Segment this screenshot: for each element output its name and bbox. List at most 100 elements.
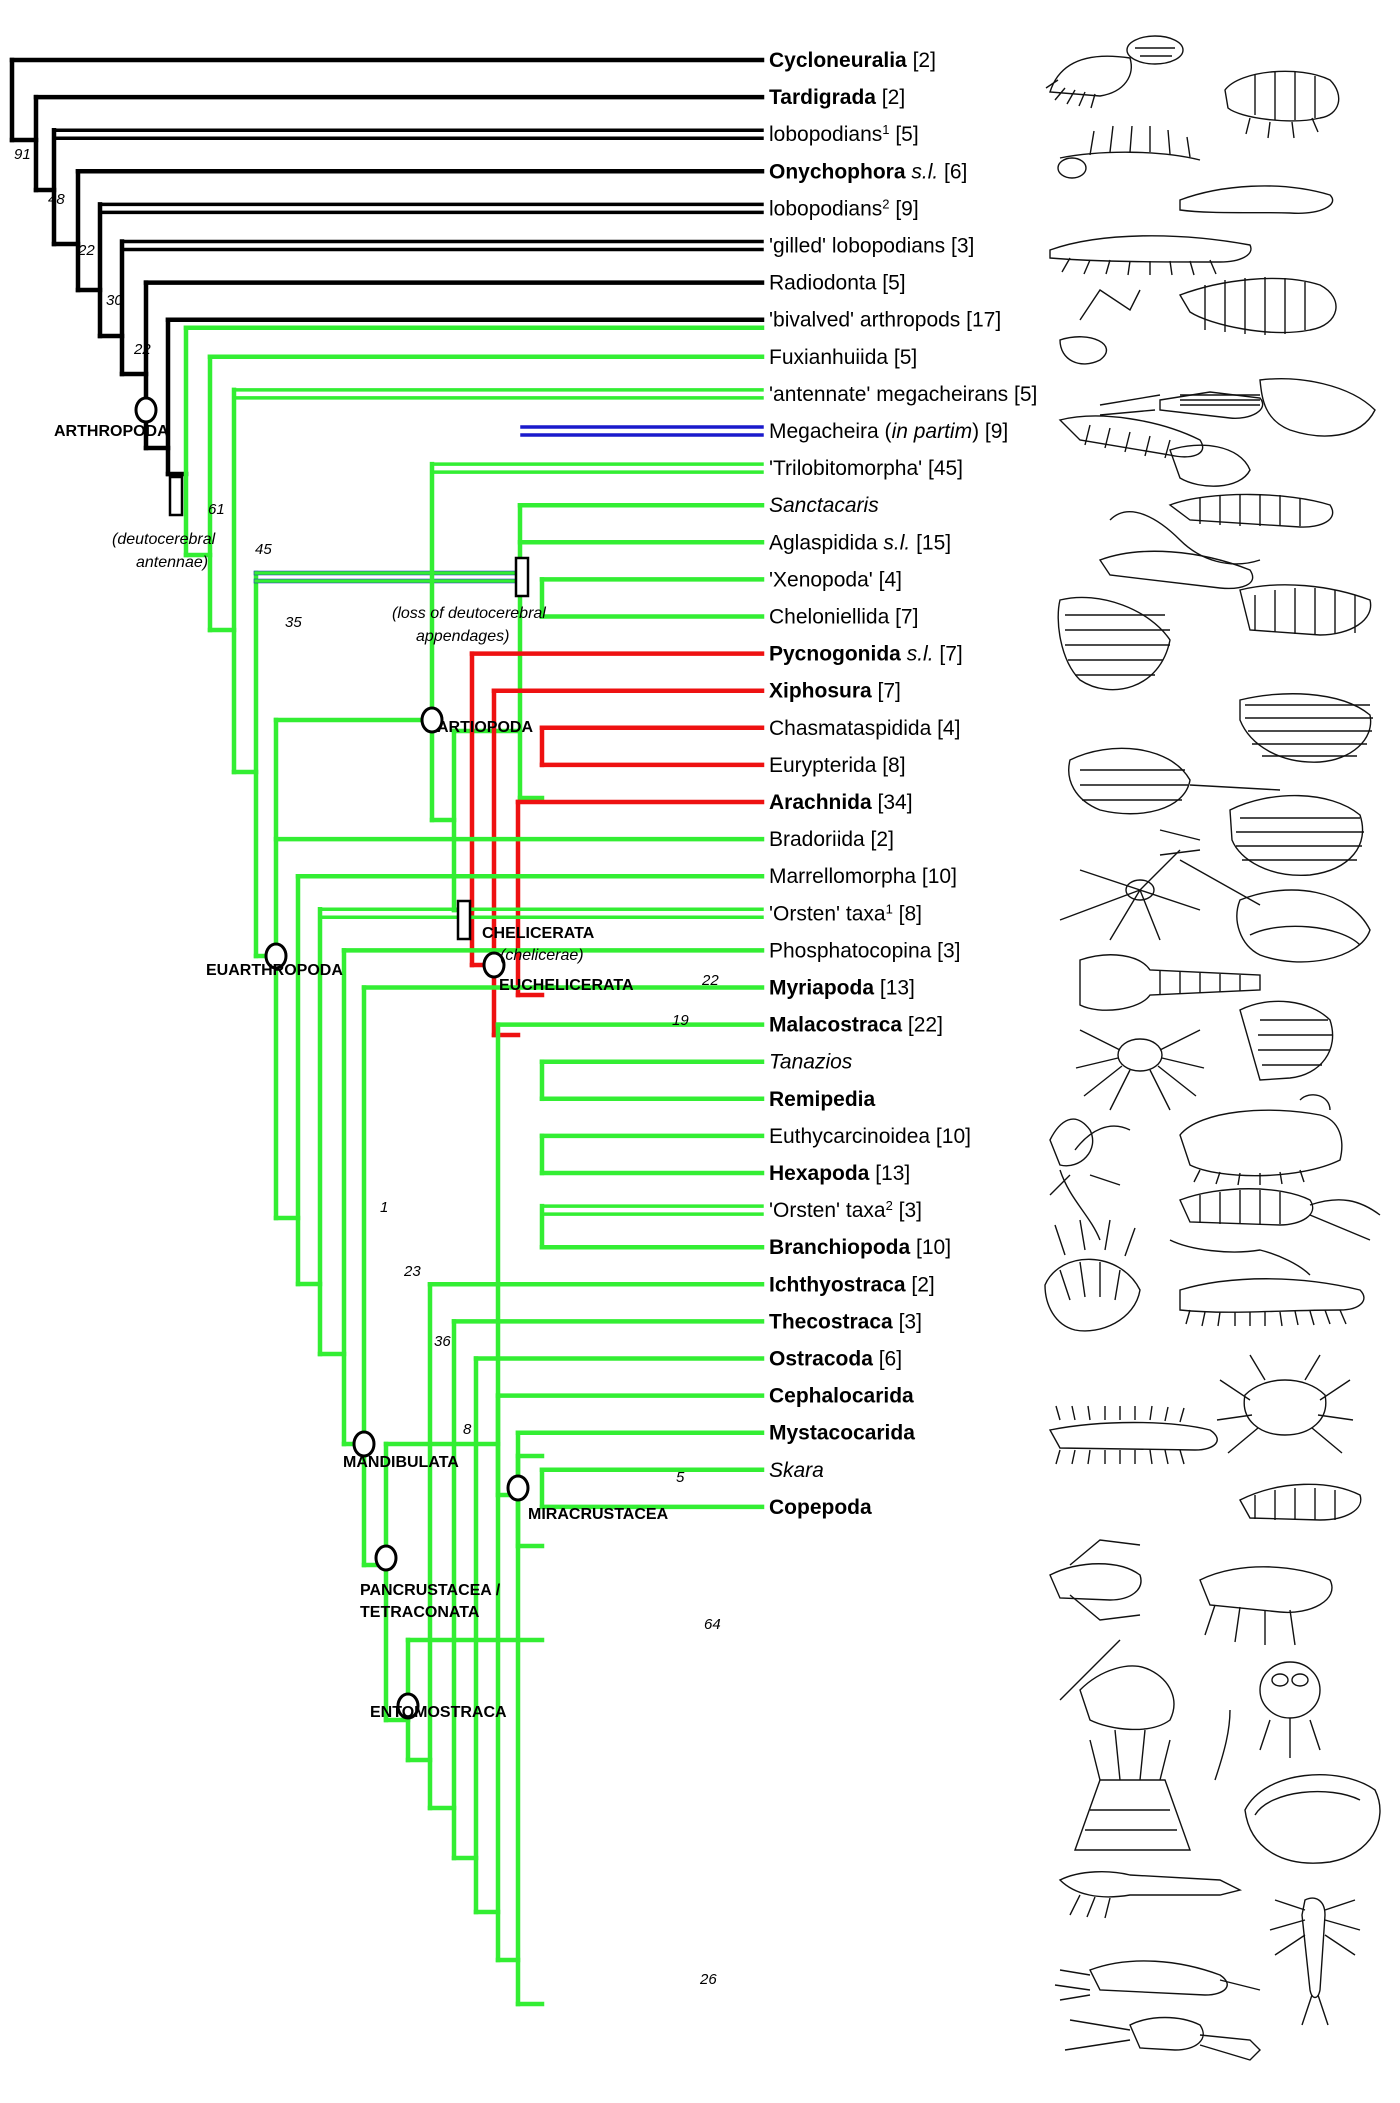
taxon-label: Radiodonta [5]	[769, 272, 906, 295]
taxon-label-part: Phosphatocopina [3]	[769, 939, 960, 962]
taxon-label-part: Fuxianhuiida [5]	[769, 346, 917, 369]
taxon-label: Pycnogonida s.l. [7]	[769, 643, 963, 666]
taxon-label: Malacostraca [22]	[769, 1014, 943, 1037]
orsten-larva-icon	[1169, 1188, 1381, 1276]
tardigrade-icon	[1224, 70, 1340, 139]
taxon-label: Arachnida [34]	[769, 791, 913, 814]
taxon-label-part: Sanctacaris	[769, 494, 879, 517]
support-value: 22	[701, 972, 719, 989]
marrellomorph-icon	[1049, 1118, 1131, 1241]
taxon-label-part: Mystacocarida	[769, 1422, 915, 1445]
taxon-label-part: Marrellomorpha [10]	[769, 865, 957, 888]
remipede-icon	[1048, 1405, 1218, 1465]
arachnid-icon	[1075, 1029, 1205, 1111]
note-loss-deutocerebral-line2: appendages)	[416, 628, 509, 645]
taxon-label: Myriapoda [13]	[769, 977, 915, 1000]
skara-icon	[1054, 1960, 1261, 2001]
taxon-label-part: lobopodians	[769, 197, 882, 220]
taxon-label-part: 'Orsten' taxa	[769, 902, 886, 925]
taxon-label: lobopodians2 [9]	[769, 196, 919, 221]
xiphosuran-icon	[1179, 859, 1371, 963]
taxon-label: 'Orsten' taxa2 [3]	[769, 1198, 922, 1223]
taxon-label-part: [6]	[938, 160, 967, 183]
taxon-label-part: [22]	[902, 1014, 943, 1037]
taxon-label-part: Radiodonta [5]	[769, 272, 906, 295]
support-value: 48	[48, 191, 65, 208]
taxon-label-part: [7]	[934, 643, 963, 666]
bradoriid-icon	[1179, 1094, 1343, 1186]
taxon-label-part: [13]	[874, 977, 915, 1000]
taxon-label: Remipedia	[769, 1088, 876, 1111]
taxon-label-part: Malacostraca	[769, 1014, 902, 1037]
taxon-label-part: Euthycarcinoidea [10]	[769, 1125, 971, 1148]
taxon-label-part: 'Trilobitomorpha' [45]	[769, 457, 963, 480]
support-value: 36	[434, 1333, 451, 1350]
taxon-label: Cheloniellida [7]	[769, 606, 918, 629]
euthycarcinoid-icon	[1239, 1483, 1362, 1521]
character-bar-loss-deutocerebral	[514, 556, 530, 598]
cephalocarid-icon	[1058, 1871, 1243, 1919]
phosphatocopine-icon	[1044, 1219, 1141, 1332]
taxon-label-part: 'bivalved' arthropods [17]	[769, 309, 1001, 332]
taxon-label: Ostracoda [6]	[769, 1348, 902, 1371]
thecostracan-icon	[1074, 1729, 1191, 1851]
taxon-label-part: [7]	[872, 680, 901, 703]
taxon-label: Eurypterida [8]	[769, 754, 906, 777]
trilobite-icon	[1057, 584, 1372, 691]
support-value: 23	[403, 1263, 421, 1280]
taxon-label-part: Myriapoda	[769, 977, 874, 1000]
taxon-label-part: Chasmataspidida [4]	[769, 717, 960, 740]
support-value: 26	[699, 1971, 717, 1988]
support-value: 30	[106, 292, 123, 309]
support-value: 5	[676, 1469, 685, 1486]
node-entomostraca	[396, 1692, 420, 1720]
taxon-label-part: 1	[886, 901, 893, 916]
node-euchelicerata	[482, 951, 506, 979]
taxon-label-part: Onychophora	[769, 160, 906, 183]
branchiopod-icon	[1059, 1639, 1321, 1758]
taxon-label-part: Cycloneuralia	[769, 49, 907, 72]
node-pancrustacea	[374, 1544, 398, 1572]
taxon-label-part: Ostracoda	[769, 1348, 873, 1371]
taxon-label-part: Eurypterida [8]	[769, 754, 906, 777]
support-value: 22	[133, 341, 151, 358]
taxon-illustrations	[1044, 35, 1381, 2061]
taxon-label: Thecostraca [3]	[769, 1310, 922, 1333]
taxon-label: Chasmataspidida [4]	[769, 717, 960, 740]
taxon-label-part: [3]	[893, 1199, 922, 1222]
taxon-label-part: [6]	[873, 1348, 902, 1371]
copepod-icon	[1064, 2016, 1261, 2061]
taxon-label: Tanazios	[769, 1051, 853, 1074]
character-bar-deutocerebral-antennae	[168, 475, 184, 517]
taxon-label-part: [13]	[869, 1162, 910, 1185]
taxon-label: Copepoda	[769, 1496, 872, 1519]
taxon-label-part: Tanazios	[769, 1051, 853, 1074]
taxon-label-part: [2]	[907, 49, 936, 72]
taxon-label-part: Megacheira (	[769, 420, 892, 443]
note-deutocerebral-antennae-line1: (deutocerebral	[112, 531, 216, 548]
support-value: 64	[704, 1616, 721, 1633]
taxon-label-part: Arachnida	[769, 791, 872, 814]
taxon-label-part: [34]	[872, 791, 913, 814]
note-loss-deutocerebral-line1: (loss of deutocerebral	[392, 605, 546, 622]
fuxianhuiid-icon	[1058, 415, 1251, 487]
taxon-label-part: 'antennate' megacheirans [5]	[769, 383, 1037, 406]
taxon-label: Tardigrada [2]	[769, 86, 905, 109]
taxon-label-part: Thecostraca	[769, 1310, 893, 1333]
clade-node-markers	[134, 396, 530, 1720]
taxon-label-part: Ichthyostraca	[769, 1273, 906, 1296]
support-value: 8	[463, 1421, 472, 1438]
taxon-label-part: Tardigrada	[769, 86, 876, 109]
node-artiopoda	[420, 706, 444, 734]
taxon-label: Marrellomorpha [10]	[769, 865, 957, 888]
clade-label-miracrustacea: MIRACRUSTACEA	[528, 1506, 669, 1523]
taxon-label: Hexapoda [13]	[769, 1162, 910, 1185]
malacostracan-crab-icon	[1216, 1354, 1354, 1454]
taxon-label: Onychophora s.l. [6]	[769, 160, 967, 183]
taxon-label-part: [3]	[893, 1310, 922, 1333]
taxon-label: Branchiopoda [10]	[769, 1236, 951, 1259]
taxon-label: 'gilled' lobopodians [3]	[769, 235, 974, 258]
hexapod-icon	[1049, 1539, 1333, 1646]
taxon-label-part: [10]	[910, 1236, 951, 1259]
support-value: 45	[255, 541, 272, 558]
